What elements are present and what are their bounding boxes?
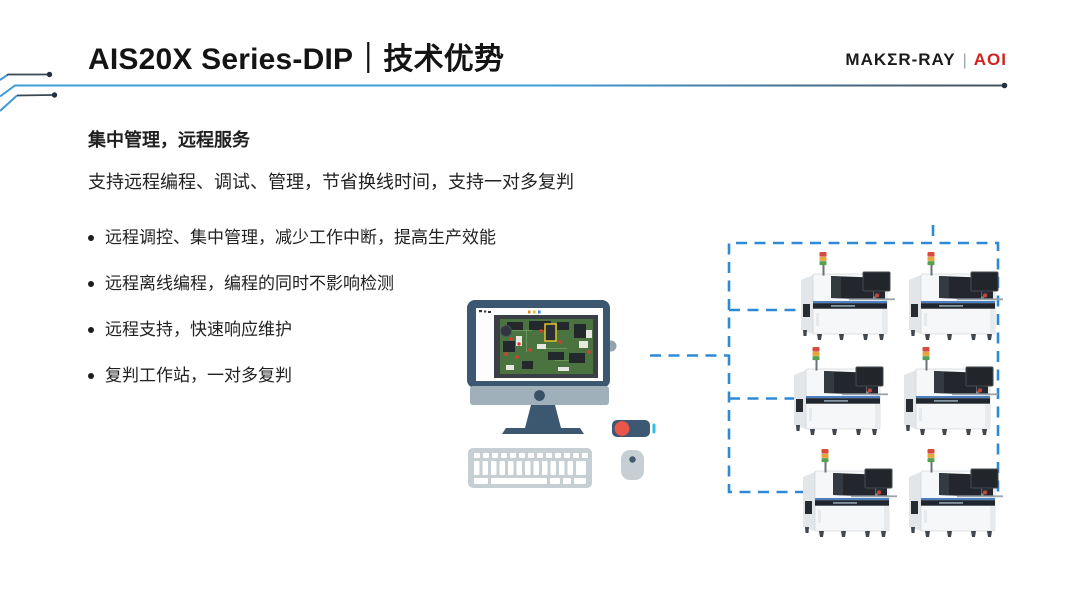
aoi-machine-icon — [800, 251, 896, 341]
desktop-computer-icon — [467, 300, 617, 434]
brand-logo: MAKΣR-RAY | AOI — [845, 50, 1007, 70]
aoi-machine-icon — [908, 448, 1004, 538]
keyboard-icon — [468, 448, 592, 488]
circuit-trace-decoration — [0, 71, 1008, 112]
aoi-machine-icon — [908, 251, 1004, 341]
bullet-item: 远程支持，快速响应维护 — [88, 320, 496, 339]
aoi-machine-grid — [793, 251, 1004, 538]
aoi-machine-icon — [903, 346, 999, 436]
brand-name: MAKΣR-RAY — [845, 50, 956, 69]
section-heading: 集中管理，远程服务 — [88, 130, 250, 150]
bullet-list: 远程调控、集中管理，减少工作中断，提高生产效能 远程离线编程，编程的同时不影响检… — [88, 228, 496, 412]
bullet-item: 远程调控、集中管理，减少工作中断，提高生产效能 — [88, 228, 496, 247]
aoi-machine-icon — [802, 448, 898, 538]
bullet-item: 复判工作站，一对多复判 — [88, 366, 496, 385]
aoi-machine-icon — [793, 346, 889, 436]
page-title: AIS20X Series-DIP｜技术优势 — [88, 43, 505, 76]
pcb-inspection-screenshot — [494, 315, 598, 378]
usb-drive-icon — [612, 420, 656, 437]
brand-product: AOI — [973, 50, 1007, 69]
workstation-illustration — [467, 300, 656, 488]
bullet-item: 远程离线编程，编程的同时不影响检测 — [88, 274, 496, 293]
mouse-icon — [621, 450, 644, 480]
brand-divider: | — [962, 52, 967, 69]
section-subtitle: 支持远程编程、调试、管理，节省换线时间，支持一对多复判 — [88, 172, 574, 192]
